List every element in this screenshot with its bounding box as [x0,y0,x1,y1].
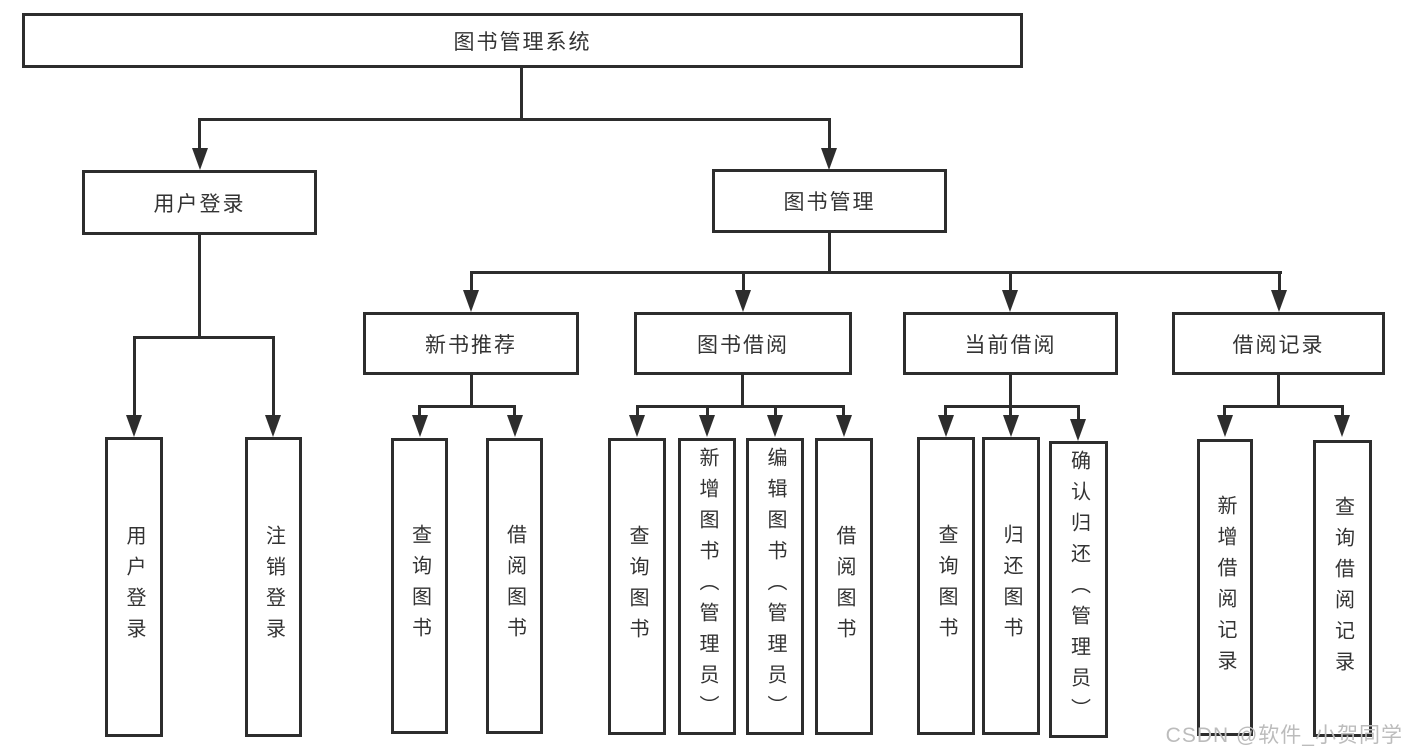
connector-line [944,405,1080,408]
node-label: 新书推荐 [425,333,517,357]
connector-line [1223,405,1344,408]
arrow-down-icon [821,148,837,170]
leaf-label: 借阅图书 [833,524,855,649]
connector-line [198,118,201,152]
connector-line [272,336,275,418]
connector-line [1009,271,1012,293]
arrow-down-icon [1002,290,1018,312]
leaf-br-add-borrow-record: 新增借阅记录 [1197,439,1253,736]
node-label: 图书管理系统 [453,30,592,54]
connector-line [636,405,639,419]
connector-line [470,271,473,293]
leaf-label: 用户登录 [123,525,145,649]
arrow-down-icon [1003,415,1019,437]
arrow-down-icon [126,415,142,437]
connector-line [520,68,523,121]
leaf-label: 编辑图书（管理员） [764,447,786,726]
connector-line [1341,405,1344,419]
leaf-label: 确认归还（管理员） [1067,450,1090,729]
leaf-logout: 注销登录 [245,437,302,737]
arrow-down-icon [192,148,208,170]
leaf-bb-add-book-admin: 新增图书（管理员） [678,438,736,735]
connector-line [742,271,745,293]
leaf-label: 查询借阅记录 [1331,495,1354,682]
leaf-bb-query-books: 查询图书 [608,438,666,735]
connector-line [133,336,275,339]
connector-line [636,405,845,408]
connector-line [198,235,201,339]
arrow-down-icon [629,415,645,437]
connector-line [1223,405,1226,419]
arrow-down-icon [699,415,715,437]
arrow-down-icon [938,415,954,437]
leaf-label: 借阅图书 [503,524,526,648]
arrow-down-icon [1070,419,1086,441]
arrow-down-icon [463,290,479,312]
arrow-down-icon [1334,415,1350,437]
node-book-management: 图书管理 [712,169,947,233]
leaf-cb-confirm-return-admin: 确认归还（管理员） [1049,441,1108,738]
connector-line [418,405,516,408]
leaf-label: 查询图书 [935,524,957,648]
node-library-management-system: 图书管理系统 [22,13,1023,68]
leaf-label: 注销登录 [262,525,285,649]
node-current-borrowing: 当前借阅 [903,312,1118,375]
leaf-bb-borrow-books: 借阅图书 [815,438,873,735]
connector-line [513,405,516,419]
node-label: 用户登录 [153,192,246,216]
node-book-borrowing: 图书借阅 [634,312,852,375]
leaf-cb-query-books: 查询图书 [917,437,975,735]
connector-line [741,375,744,408]
leaf-label: 查询图书 [408,524,431,648]
connector-line [944,405,947,419]
node-label: 借阅记录 [1232,333,1325,357]
csdn-watermark: CSDN @软件_小贺同学 [1165,724,1403,747]
connector-line [133,336,136,418]
node-label: 当前借阅 [964,333,1057,357]
leaf-cb-return-books: 归还图书 [982,437,1040,735]
connector-line [470,375,473,408]
connector-line [470,271,1282,274]
connector-line [1278,271,1281,293]
connector-line [1277,375,1280,408]
connector-line [1077,405,1080,423]
arrow-down-icon [265,415,281,437]
connector-line [828,233,831,274]
leaf-bb-edit-book-admin: 编辑图书（管理员） [746,438,804,735]
leaf-label: 归还图书 [1000,524,1022,648]
leaf-nb-borrow-books: 借阅图书 [486,438,543,734]
arrow-down-icon [767,415,783,437]
arrow-down-icon [735,290,751,312]
leaf-nb-query-books: 查询图书 [391,438,448,734]
leaf-br-query-borrow-record: 查询借阅记录 [1313,440,1372,737]
leaf-label: 新增图书（管理员） [696,447,718,726]
leaf-label: 查询图书 [626,524,648,649]
node-user-login: 用户登录 [82,170,317,235]
node-new-book-recommendation: 新书推荐 [363,312,579,375]
connector-line [706,405,709,419]
arrow-down-icon [1217,415,1233,437]
node-label: 图书借阅 [697,333,789,357]
connector-line [1009,375,1012,408]
connector-line [198,118,831,121]
leaf-label: 新增借阅记录 [1214,494,1236,681]
leaf-user-login: 用户登录 [105,437,163,737]
arrow-down-icon [412,415,428,437]
connector-line [1009,405,1012,419]
arrow-down-icon [507,415,523,437]
connector-line [774,405,777,419]
node-label: 图书管理 [783,191,876,214]
connector-line [842,405,845,419]
node-borrowing-records: 借阅记录 [1172,312,1385,375]
arrow-down-icon [1271,290,1287,312]
arrow-down-icon [836,415,852,437]
connector-line [418,405,421,419]
connector-line [828,118,831,152]
